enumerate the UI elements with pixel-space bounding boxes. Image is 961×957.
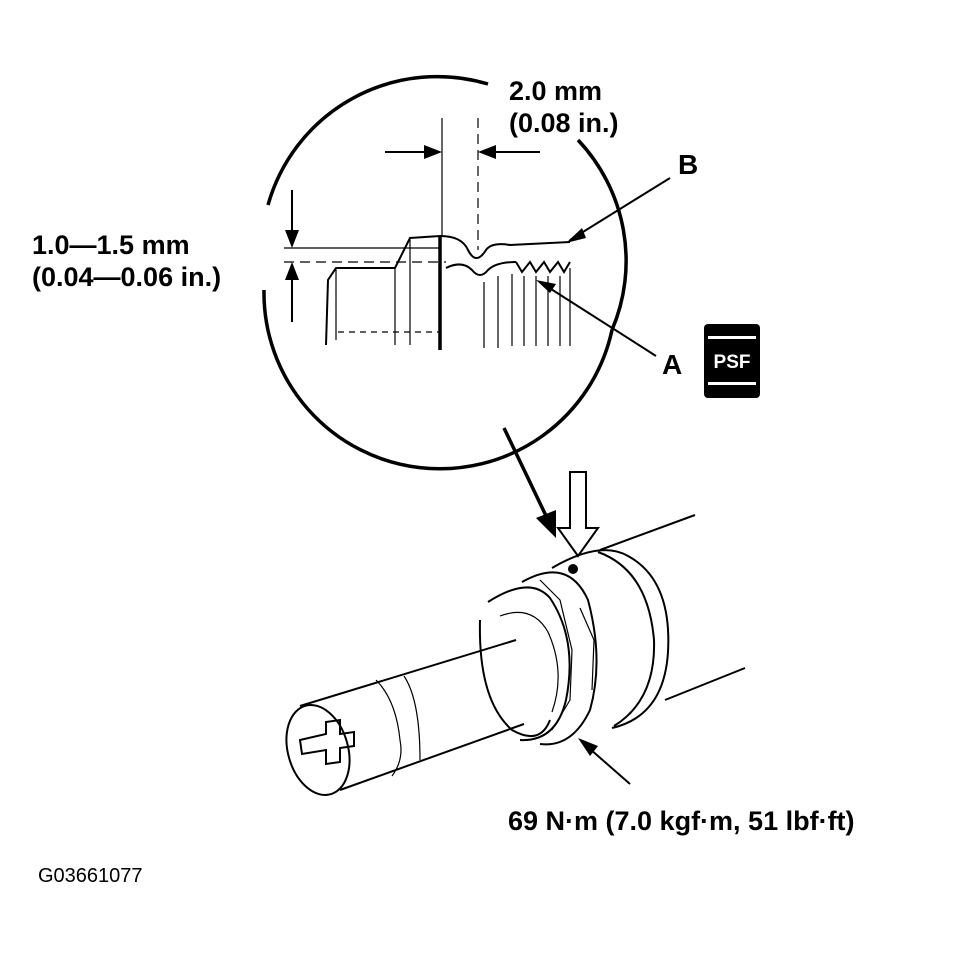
magnifier-outline-lower (262, 289, 614, 471)
psf-badge-text: PSF (714, 352, 751, 373)
gap-width-mm-label: 2.0 mm (509, 76, 602, 106)
gap-width-in-label: (0.08 in.) (509, 108, 619, 138)
stake-point (568, 564, 578, 574)
depth-in-label: (0.04—0.06 in.) (32, 262, 221, 292)
magnifier-outline (266, 74, 489, 206)
psf-badge: PSF (704, 324, 760, 398)
figure-code: G03661077 (38, 865, 143, 887)
part-cross-section (325, 235, 571, 350)
shaft-assembly (285, 471, 746, 796)
depth-dimension (284, 190, 446, 322)
detail-magnifier (262, 74, 671, 471)
width-dimension (385, 118, 540, 250)
torque-spec-label: 69 N·m (7.0 kgf·m, 51 lbf·ft) (508, 806, 855, 836)
depth-mm-label: 1.0—1.5 mm (32, 230, 190, 260)
callout-leaders (536, 177, 671, 357)
callout-a-label: A (662, 349, 682, 380)
callout-b-label: B (678, 149, 698, 180)
magnifier-outline-right (576, 138, 628, 331)
detail-pointer-arrow (502, 427, 556, 538)
